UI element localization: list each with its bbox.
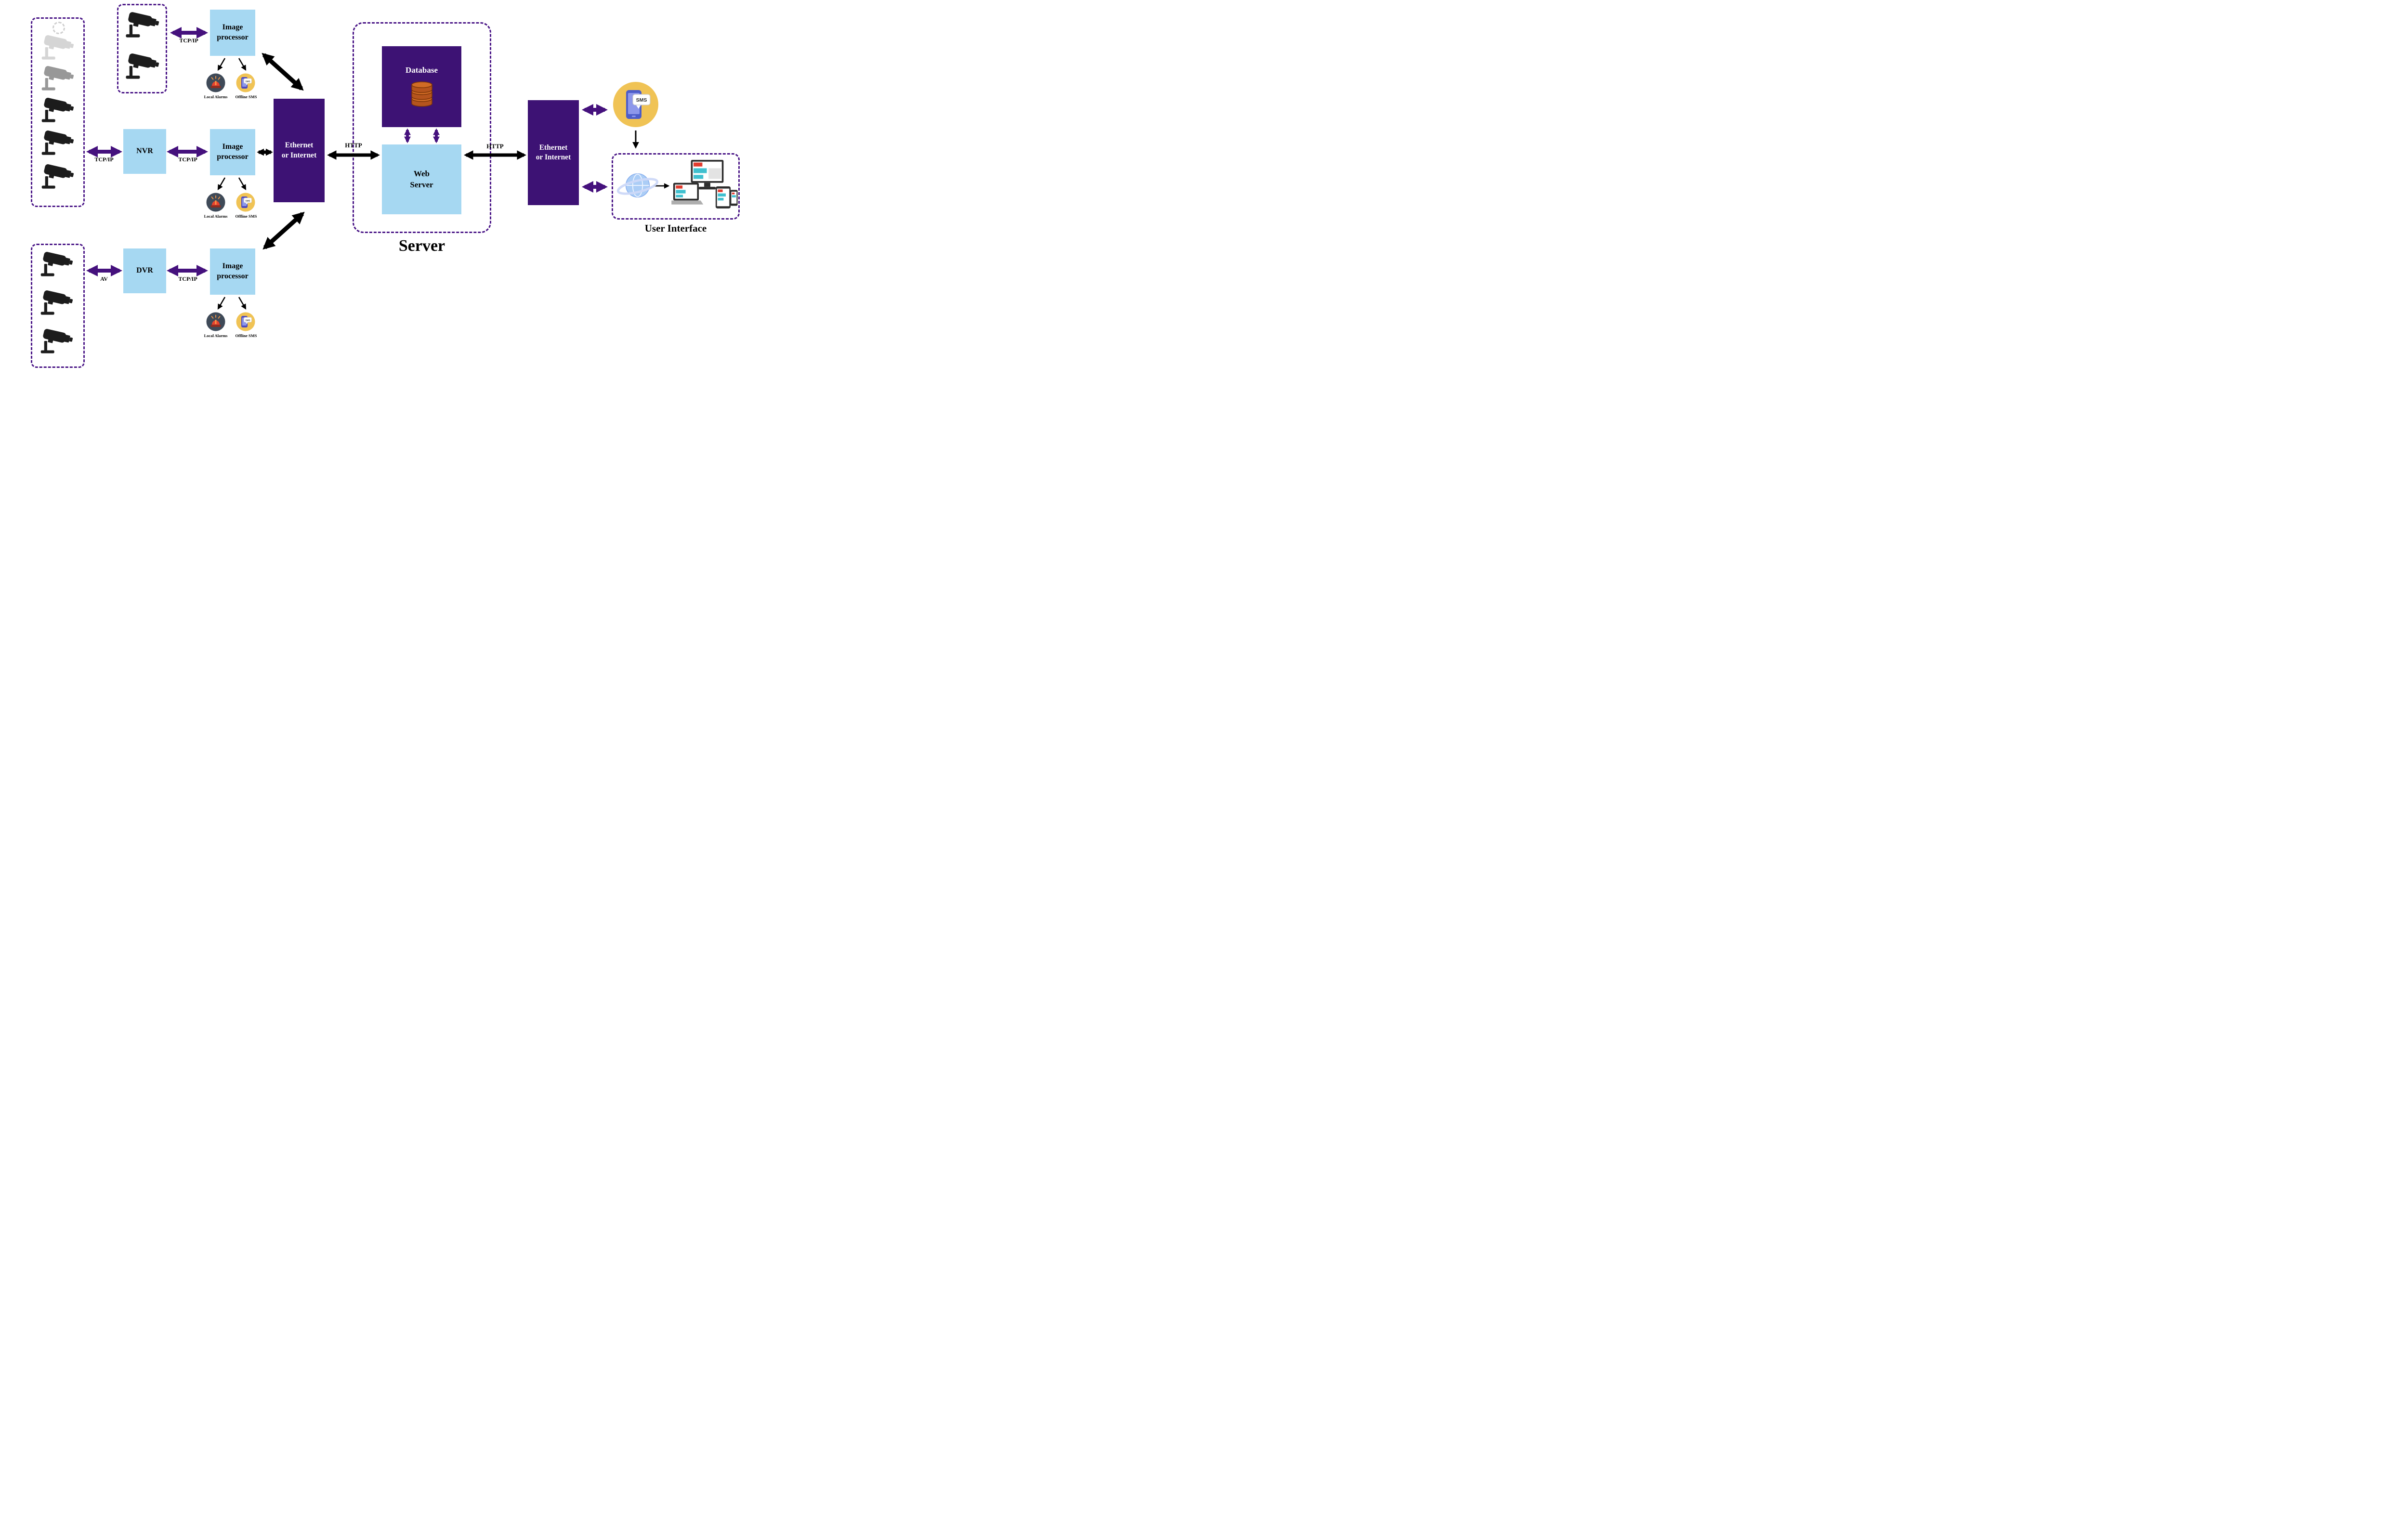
user-interface-group <box>612 153 740 220</box>
architecture-diagram: Image processor NVR Image processor DVR … <box>0 0 767 382</box>
devices-icon <box>671 160 738 213</box>
image-processor-node-bottom: Image processor <box>210 248 255 295</box>
cctv-camera-icon <box>38 250 79 277</box>
cctv-camera-icon <box>39 34 79 61</box>
dvr-node: DVR <box>123 248 166 293</box>
camera-group-bottom <box>31 244 85 368</box>
local-alarms-label: Local Alarms <box>204 333 228 338</box>
offline-sms-icon <box>236 193 255 212</box>
cctv-camera-icon <box>39 163 79 190</box>
server-group <box>353 22 491 233</box>
offline-sms-label: Offline SMS <box>235 94 257 99</box>
cctv-camera-icon <box>39 65 79 91</box>
cctv-camera-icon <box>39 96 79 123</box>
offline-sms-label: Offline SMS <box>235 333 257 338</box>
link-imageprocessor-top-alarm <box>217 58 226 71</box>
ethernet-label: Ethernet or Internet <box>281 141 317 159</box>
ethernet-label: Ethernet or Internet <box>536 143 571 161</box>
link-imageprocessor-bottom-sms <box>238 297 247 310</box>
database-node: Database <box>382 46 461 127</box>
camera-group-top <box>117 4 167 93</box>
user-interface-title: User Interface <box>644 222 707 234</box>
tcp-ip-label: TCP/IP <box>178 156 197 163</box>
offline-sms-icon <box>236 312 255 331</box>
link-imageprocessor-bottom-ethernet <box>262 211 305 250</box>
local-alarm-icon <box>206 312 225 331</box>
tcp-ip-label: TCP/IP <box>178 275 197 282</box>
database-label: Database <box>405 65 438 75</box>
http-label: HTTP <box>486 143 504 150</box>
ethernet-node-left: Ethernet or Internet <box>274 99 325 202</box>
more-cameras-icon <box>52 22 65 34</box>
server-title: Server <box>398 237 445 255</box>
link-imageprocessor-top-sms <box>238 58 247 71</box>
ethernet-node-right: Ethernet or Internet <box>528 100 579 205</box>
nvr-label: NVR <box>136 147 153 156</box>
image-processor-label: Image processor <box>217 143 249 161</box>
cctv-camera-icon <box>39 129 79 156</box>
tcp-ip-label: TCP/IP <box>179 37 198 44</box>
image-processor-node-top: Image processor <box>210 10 255 56</box>
web-server-node: Web Server <box>382 144 461 214</box>
av-label: AV <box>100 275 108 282</box>
offline-sms-icon <box>236 73 255 92</box>
link-imageprocessor-mid-sms <box>238 177 247 190</box>
local-alarm-icon <box>206 193 225 212</box>
camera-group-left <box>31 17 85 207</box>
cctv-camera-icon <box>123 52 164 80</box>
globe-icon <box>615 169 660 203</box>
offline-sms-label: Offline SMS <box>235 214 257 219</box>
nvr-node: NVR <box>123 129 166 174</box>
link-imageprocessor-bottom-alarm <box>217 297 226 310</box>
cctv-camera-icon <box>38 289 79 316</box>
web-server-label: Web Server <box>410 169 433 189</box>
local-alarms-label: Local Alarms <box>204 94 228 99</box>
local-alarms-label: Local Alarms <box>204 214 228 219</box>
database-icon <box>407 80 437 108</box>
local-alarm-icon <box>206 73 225 92</box>
link-imageprocessor-top-ethernet <box>262 52 304 91</box>
tcp-ip-label: TCP/IP <box>94 156 114 163</box>
link-imageprocessor-mid-alarm <box>217 177 226 190</box>
sms-phone-icon <box>613 81 659 128</box>
image-processor-label: Image processor <box>217 262 249 280</box>
cctv-camera-icon <box>123 11 164 39</box>
image-processor-label: Image processor <box>217 23 249 41</box>
dvr-label: DVR <box>136 266 153 275</box>
cctv-camera-icon <box>38 327 79 354</box>
image-processor-node-middle: Image processor <box>210 129 255 175</box>
http-label: HTTP <box>345 142 362 149</box>
